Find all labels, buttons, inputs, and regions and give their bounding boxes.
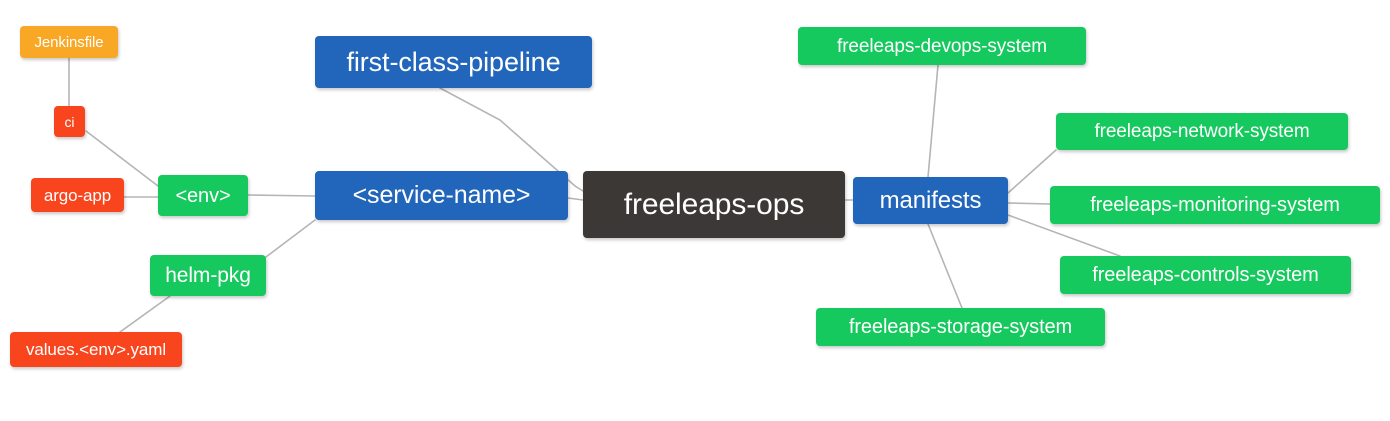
node-first-class-pipeline[interactable]: first-class-pipeline (315, 36, 592, 88)
node-freeleaps-monitoring-system[interactable]: freeleaps-monitoring-system (1050, 186, 1380, 224)
node-service-name[interactable]: <service-name> (315, 171, 568, 220)
node-values-env-yaml[interactable]: values.<env>.yaml (10, 332, 182, 367)
edge-helm-pkg-to-values-env-yaml (119, 295, 171, 333)
edge-manifests-to-freeleaps-storage-system (927, 223, 963, 309)
edge-manifests-to-freeleaps-network-system (1007, 149, 1057, 194)
node-freeleaps-devops-system[interactable]: freeleaps-devops-system (798, 27, 1086, 65)
node-label-values-env-yaml: values.<env>.yaml (25, 340, 167, 359)
node-jenkinsfile[interactable]: Jenkinsfile (20, 26, 118, 58)
node-label-freeleaps-network-system: freeleaps-network-system (1094, 121, 1310, 142)
node-label-freeleaps-storage-system: freeleaps-storage-system (848, 316, 1073, 338)
node-label-manifests: manifests (879, 186, 982, 214)
node-label-service-name: <service-name> (352, 181, 531, 209)
node-label-jenkinsfile: Jenkinsfile (34, 33, 104, 51)
node-freeleaps-ops[interactable]: freeleaps-ops (583, 171, 845, 238)
node-label-argo-app: argo-app (43, 185, 112, 205)
node-env[interactable]: <env> (158, 175, 248, 216)
node-freeleaps-storage-system[interactable]: freeleaps-storage-system (816, 308, 1105, 346)
node-argo-app[interactable]: argo-app (31, 178, 124, 212)
node-ci[interactable]: ci (54, 106, 85, 137)
edge-freeleaps-ops-to-service-name (567, 197, 584, 201)
edge-service-name-to-env (247, 194, 316, 197)
node-label-first-class-pipeline: first-class-pipeline (346, 46, 561, 77)
edge-manifests-to-freeleaps-monitoring-system (1007, 202, 1051, 205)
node-label-freeleaps-devops-system: freeleaps-devops-system (837, 35, 1047, 57)
node-label-helm-pkg: helm-pkg (165, 264, 251, 287)
node-helm-pkg[interactable]: helm-pkg (150, 255, 266, 296)
node-freeleaps-controls-system[interactable]: freeleaps-controls-system (1060, 256, 1351, 294)
edge-service-name-to-helm-pkg (265, 219, 316, 258)
node-label-freeleaps-ops: freeleaps-ops (623, 187, 805, 221)
node-label-ci: ci (64, 113, 75, 130)
node-label-freeleaps-monitoring-system: freeleaps-monitoring-system (1090, 194, 1340, 216)
node-manifests[interactable]: manifests (853, 177, 1008, 224)
node-label-env: <env> (175, 184, 231, 207)
node-freeleaps-network-system[interactable]: freeleaps-network-system (1056, 113, 1348, 150)
edge-manifests-to-freeleaps-devops-system (927, 64, 939, 178)
node-label-freeleaps-controls-system: freeleaps-controls-system (1092, 264, 1319, 286)
